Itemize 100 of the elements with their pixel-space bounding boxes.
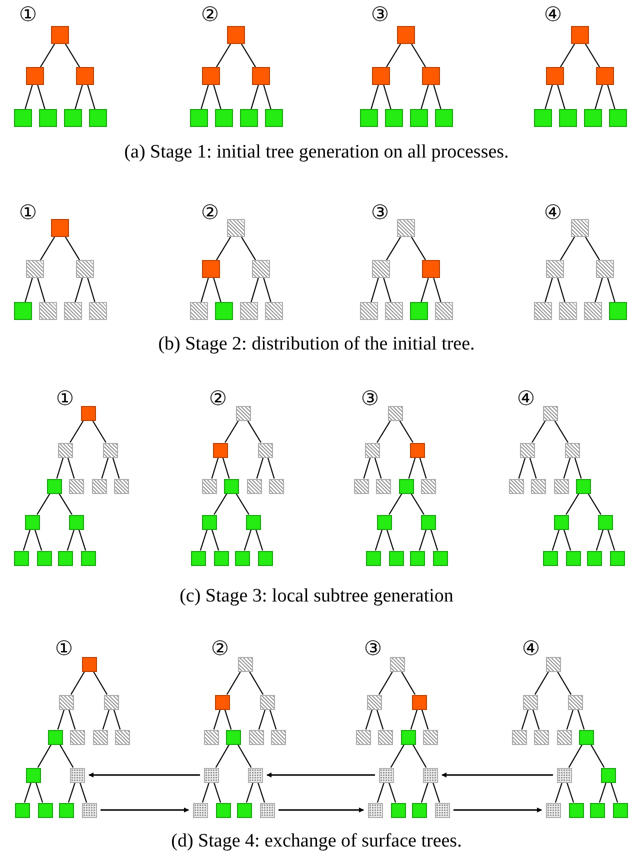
connector-line (594, 278, 603, 302)
tree-node (554, 478, 569, 494)
connector-line (200, 84, 209, 110)
connector-line (216, 44, 231, 68)
connector-line (529, 457, 537, 479)
connector-line (376, 782, 385, 803)
tree-node (88, 302, 106, 320)
connector-line (421, 709, 429, 730)
connector-line (200, 278, 209, 302)
connector-line (222, 457, 230, 479)
connector-line (598, 782, 607, 803)
connector-line (420, 278, 429, 302)
tree-node (252, 260, 270, 278)
tree-node (214, 550, 228, 566)
connector-line (244, 529, 252, 551)
tree-node (234, 550, 250, 566)
tree-node (82, 802, 96, 818)
connector-line (430, 529, 438, 551)
connector-line (36, 493, 50, 515)
tree-node (367, 694, 382, 710)
tree-node (58, 802, 74, 818)
tree-node (264, 302, 282, 320)
tree-number: ① (19, 4, 37, 24)
tree-node (542, 550, 558, 566)
subfigure-caption: (b) Stage 2: distribution of the initial tree. (157, 334, 476, 356)
subfigure-caption: (a) Stage 1: initial tree generation on all processes. (123, 142, 510, 164)
connector-line (544, 278, 553, 302)
tree-node (531, 478, 546, 494)
tree-node (58, 550, 72, 566)
tree-node (598, 514, 613, 530)
connector-line (257, 782, 266, 803)
tree-node (568, 694, 583, 710)
tree-number: ② (209, 388, 227, 408)
tree-node (542, 406, 558, 420)
tree-node (434, 802, 450, 818)
connector-line (40, 236, 55, 260)
tree-node (601, 768, 616, 782)
connector-line (410, 493, 424, 515)
tree-node (204, 730, 219, 744)
connector-line (67, 457, 75, 479)
tree-node (48, 730, 63, 744)
connector-line (255, 529, 264, 551)
connector-line (544, 84, 553, 110)
connector-line (432, 782, 440, 803)
tree-node (215, 694, 230, 710)
connector-line (607, 278, 616, 302)
connector-line (246, 782, 254, 803)
tree-node (410, 442, 425, 458)
connector-line (568, 744, 583, 768)
connector-line (534, 671, 550, 695)
tree-node (92, 478, 107, 494)
tree-node (612, 802, 628, 818)
connector-line (408, 457, 416, 479)
tree-node (14, 302, 32, 320)
tree-node (422, 260, 440, 278)
connector-line (213, 709, 221, 730)
tree-node (80, 406, 96, 420)
tree-node (608, 302, 626, 320)
tree-node (390, 802, 406, 818)
connector-line (376, 709, 384, 730)
tree-node (269, 478, 284, 494)
tree-node (93, 730, 108, 744)
connector-line (224, 709, 232, 730)
tree-node (190, 302, 208, 320)
tree-node (534, 302, 552, 320)
tree-number: ① (55, 638, 73, 658)
connector-line (66, 529, 75, 551)
tree-node (384, 109, 402, 127)
subfigure-caption: (c) Stage 3: local subtree generation (178, 586, 454, 608)
tree-node (190, 550, 206, 566)
connector-line (556, 671, 572, 695)
connector-line (213, 782, 222, 803)
tree-node (104, 694, 119, 710)
tree-node (432, 550, 448, 566)
tree-node (216, 802, 230, 818)
tree-node (399, 478, 414, 494)
arrow (454, 808, 542, 812)
connector-line (250, 278, 259, 302)
connector-line (87, 84, 96, 110)
connector-line (566, 782, 574, 803)
tree-node (421, 478, 436, 494)
tree-node (410, 550, 424, 566)
connector-line (554, 782, 563, 803)
connector-line (607, 84, 616, 110)
connector-line (585, 44, 600, 68)
connector-line (211, 457, 219, 479)
tree-node (14, 550, 28, 566)
connector-line (224, 420, 239, 443)
connector-line (68, 782, 76, 803)
tree-node (546, 67, 564, 85)
tree-node (115, 730, 130, 744)
connector-line (557, 278, 566, 302)
tree-node (412, 802, 426, 818)
tree-number: ③ (371, 4, 389, 24)
tree-node (434, 109, 452, 127)
connector-line (213, 278, 222, 302)
tree-node (401, 730, 416, 744)
tree-node (379, 768, 394, 782)
connector-line (247, 420, 262, 443)
connector-line (101, 457, 109, 479)
